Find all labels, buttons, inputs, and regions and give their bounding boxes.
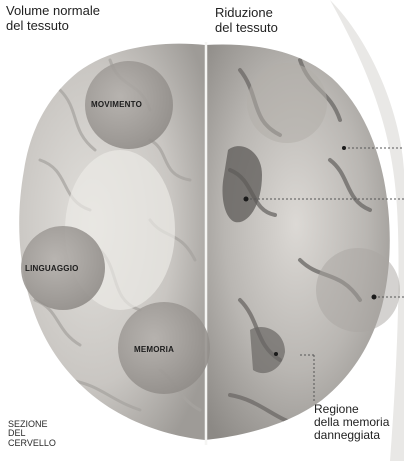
right-memoria-circle bbox=[316, 248, 400, 332]
damaged-line-3: danneggiata bbox=[314, 429, 404, 442]
header-normal-line-1: Volume normale bbox=[6, 4, 156, 19]
header-tissue-reduction: Riduzione del tessuto bbox=[215, 6, 365, 35]
header-normal-volume: Volume normale del tessuto bbox=[6, 4, 156, 33]
section-line-3: CERVELLO bbox=[8, 439, 56, 448]
header-reduction-line-1: Riduzione bbox=[215, 6, 365, 21]
section-label: SEZIONE DEL CERVELLO bbox=[8, 420, 56, 448]
label-memoria: MEMORIA bbox=[134, 345, 174, 354]
header-reduction-line-2: del tessuto bbox=[215, 21, 365, 36]
label-movimento: MOVIMENTO bbox=[91, 100, 142, 109]
damaged-region-label: Regione della memoria danneggiata bbox=[314, 403, 404, 443]
right-movimento-circle bbox=[247, 63, 327, 143]
label-linguaggio: LINGUAGGIO bbox=[25, 264, 79, 273]
header-normal-line-2: del tessuto bbox=[6, 19, 156, 34]
